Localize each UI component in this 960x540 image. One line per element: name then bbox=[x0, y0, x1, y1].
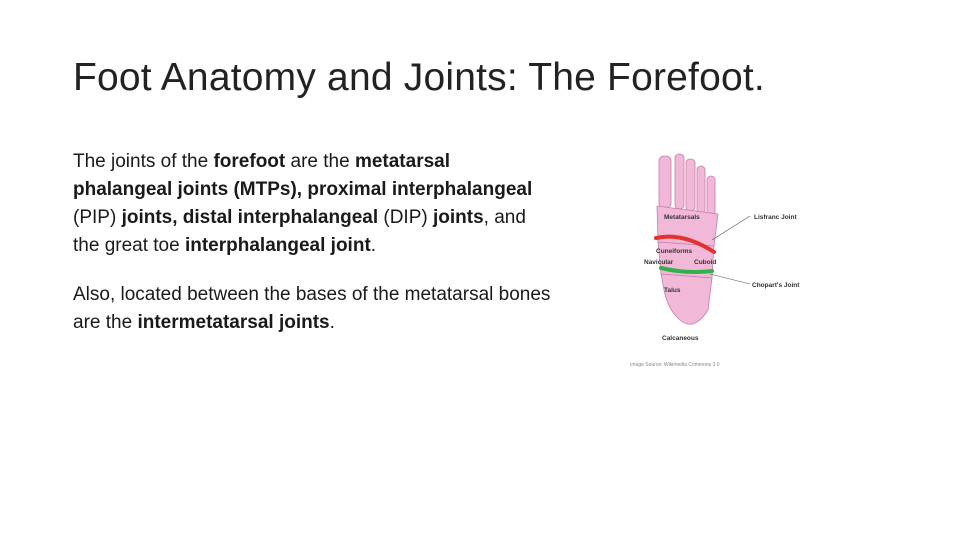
leader-lisfranc bbox=[711, 215, 751, 241]
foot-bones-diagram: Metatarsals Cuneiforms Navicular Cuboid … bbox=[628, 150, 828, 370]
paragraph-intermetatarsal: Also, located between the bases of the m… bbox=[73, 281, 553, 337]
label-talus: Talus bbox=[664, 287, 681, 294]
foot-bones bbox=[654, 153, 719, 325]
label-navicular: Navicular bbox=[644, 259, 674, 266]
leader-lines bbox=[709, 215, 751, 285]
leader-chopart bbox=[709, 273, 751, 285]
hindfoot-bones bbox=[660, 273, 713, 325]
bold-term: interphalangeal joint bbox=[184, 235, 371, 256]
text-run: The joints of the bbox=[73, 151, 214, 172]
body-text: The joints of the forefoot are the metat… bbox=[73, 148, 553, 337]
diagram-labels: Metatarsals Cuneiforms Navicular Cuboid … bbox=[630, 214, 800, 368]
phalanx-fourth-toe bbox=[696, 165, 706, 215]
bold-term: forefoot bbox=[213, 151, 286, 172]
label-cuneiforms: Cuneiforms bbox=[656, 248, 693, 255]
bold-term: metatarsal phalangeal joints (MTPs), pro… bbox=[73, 151, 533, 200]
paragraph-forefoot-joints: The joints of the forefoot are the metat… bbox=[73, 148, 553, 260]
lisfranc-joint-line bbox=[654, 234, 716, 254]
label-choparts-joint: Chopart's Joint bbox=[752, 282, 800, 289]
label-cuboid: Cuboid bbox=[694, 259, 716, 266]
label-calcaneous: Calcaneous bbox=[662, 335, 699, 342]
phalanx-second-toe bbox=[674, 153, 685, 210]
phalanx-fifth-toe bbox=[706, 175, 716, 219]
label-metatarsals: Metatarsals bbox=[664, 214, 700, 221]
text-run: . bbox=[370, 235, 377, 256]
phalanges bbox=[658, 153, 716, 219]
text-run: (DIP) bbox=[378, 207, 433, 228]
text-run: are the bbox=[285, 151, 355, 172]
text-run: , and the great toe bbox=[73, 207, 526, 256]
phalanx-third-toe bbox=[685, 158, 696, 212]
text-run: Also, located between the bases of the m… bbox=[73, 284, 551, 333]
text-run: (PIP) bbox=[73, 207, 122, 228]
foot-illustration: Metatarsals Cuneiforms Navicular Cuboid … bbox=[630, 153, 800, 368]
bold-term: joints, distal interphalangeal bbox=[121, 207, 379, 228]
bold-term: intermetatarsal joints bbox=[137, 312, 330, 333]
text-run: . bbox=[329, 312, 335, 333]
slide-title: Foot Anatomy and Joints: The Forefoot. bbox=[73, 56, 765, 99]
image-credit: Image Source: Wikimedia Commons 3.0 bbox=[630, 362, 720, 368]
bold-term: joints bbox=[433, 207, 484, 228]
chopart-joint-line bbox=[659, 266, 714, 274]
label-lisfranc-joint: Lisfranc Joint bbox=[754, 214, 797, 221]
phalanx-great-toe bbox=[658, 155, 672, 209]
